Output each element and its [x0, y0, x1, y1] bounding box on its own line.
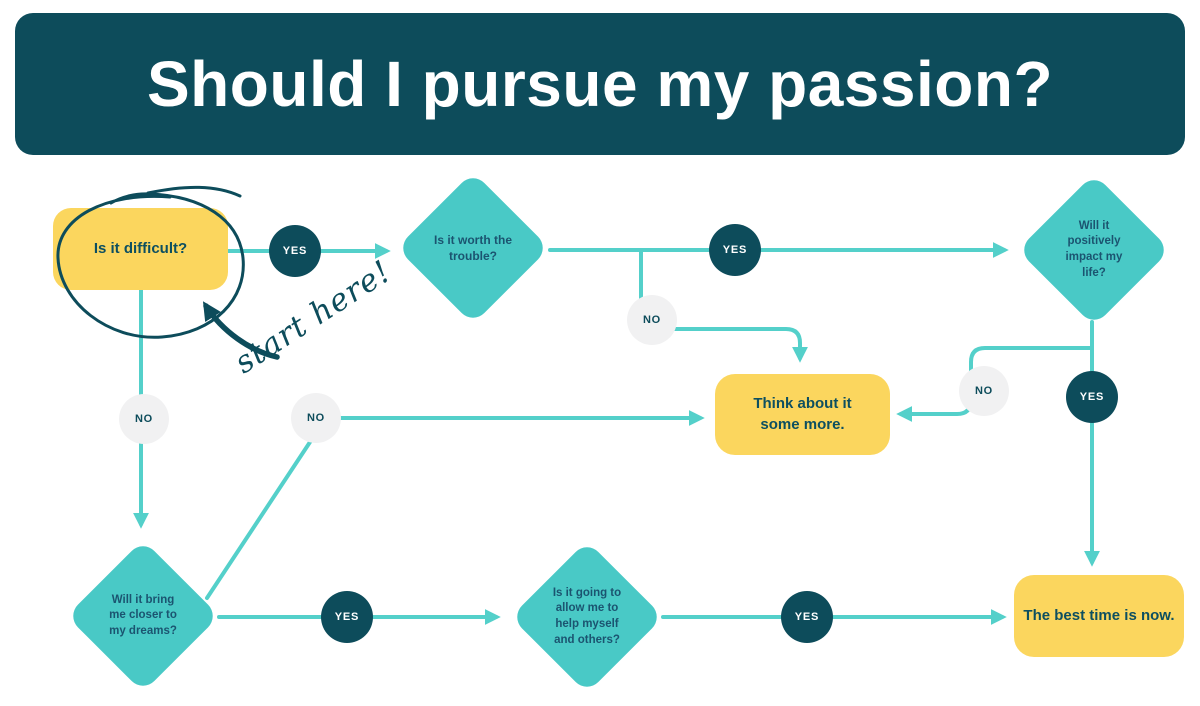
connector-dreams-no-diagonal [205, 434, 316, 600]
connector-impact-no-think [896, 346, 1094, 422]
connector-no-think-top [650, 327, 808, 363]
page-title: Should I pursue my passion? [146, 48, 1054, 120]
title-banner: Should I pursue my passion? [15, 13, 1185, 155]
